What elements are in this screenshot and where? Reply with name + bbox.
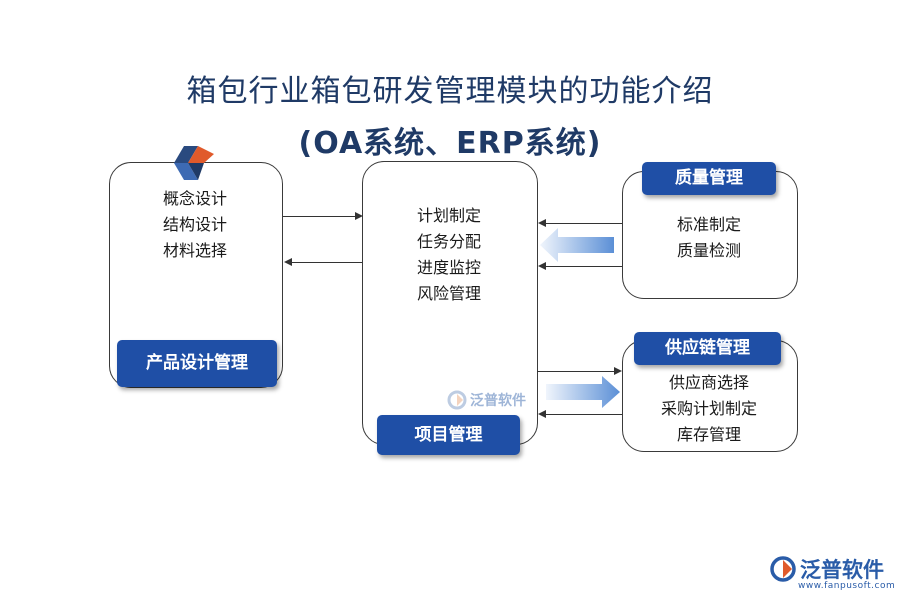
product-design-list: 概念设计 结构设计 材料选择 xyxy=(109,186,281,264)
project-label: 项目管理 xyxy=(377,415,520,455)
connector-line xyxy=(292,262,362,263)
page-subtitle: (OA系统、ERP系统) xyxy=(298,126,602,161)
list-item: 计划制定 xyxy=(416,206,481,225)
fanpu-logo-icon xyxy=(174,146,214,180)
quality-label: 质量管理 xyxy=(642,162,776,195)
arrowhead-left-icon xyxy=(538,219,546,227)
fanpu-watermark-icon xyxy=(447,390,467,410)
fanpu-corner-logo-icon xyxy=(770,556,796,582)
list-item: 概念设计 xyxy=(162,189,227,208)
arrowhead-right-icon xyxy=(614,367,622,375)
list-item: 进度监控 xyxy=(416,258,481,277)
corner-url-text: www.fanpusoft.com xyxy=(798,581,896,591)
corner-brand-text: 泛普软件 xyxy=(800,558,884,582)
list-item: 结构设计 xyxy=(162,215,227,234)
arrowhead-right-icon xyxy=(355,212,363,220)
list-item: 材料选择 xyxy=(162,241,227,260)
project-list: 计划制定 任务分配 进度监控 风险管理 xyxy=(362,203,536,307)
list-item: 库存管理 xyxy=(676,425,741,444)
page-title: 箱包行业箱包研发管理模块的功能介绍 xyxy=(186,74,714,109)
arrowhead-left-icon xyxy=(538,410,546,418)
product-design-label: 产品设计管理 xyxy=(117,340,277,387)
arrowhead-left-icon xyxy=(284,258,292,266)
supply-chain-label: 供应链管理 xyxy=(634,332,781,365)
flow-arrow-right-icon xyxy=(546,376,620,408)
connector-line xyxy=(546,266,622,267)
connector-line xyxy=(283,216,355,217)
arrowhead-left-icon xyxy=(538,262,546,270)
list-item: 采购计划制定 xyxy=(660,399,757,418)
quality-list: 标准制定 质量检测 xyxy=(622,212,796,264)
list-item: 标准制定 xyxy=(676,215,741,234)
connector-line xyxy=(546,414,622,415)
list-item: 任务分配 xyxy=(416,232,481,251)
list-item: 供应商选择 xyxy=(668,373,749,392)
connector-line xyxy=(537,371,614,372)
project-box xyxy=(362,161,538,445)
list-item: 风险管理 xyxy=(416,284,481,303)
list-item: 质量检测 xyxy=(676,241,741,260)
flow-arrow-left-icon xyxy=(540,228,614,262)
watermark-text: 泛普软件 xyxy=(470,393,526,409)
connector-line xyxy=(546,223,622,224)
supply-chain-list: 供应商选择 采购计划制定 库存管理 xyxy=(622,370,796,448)
